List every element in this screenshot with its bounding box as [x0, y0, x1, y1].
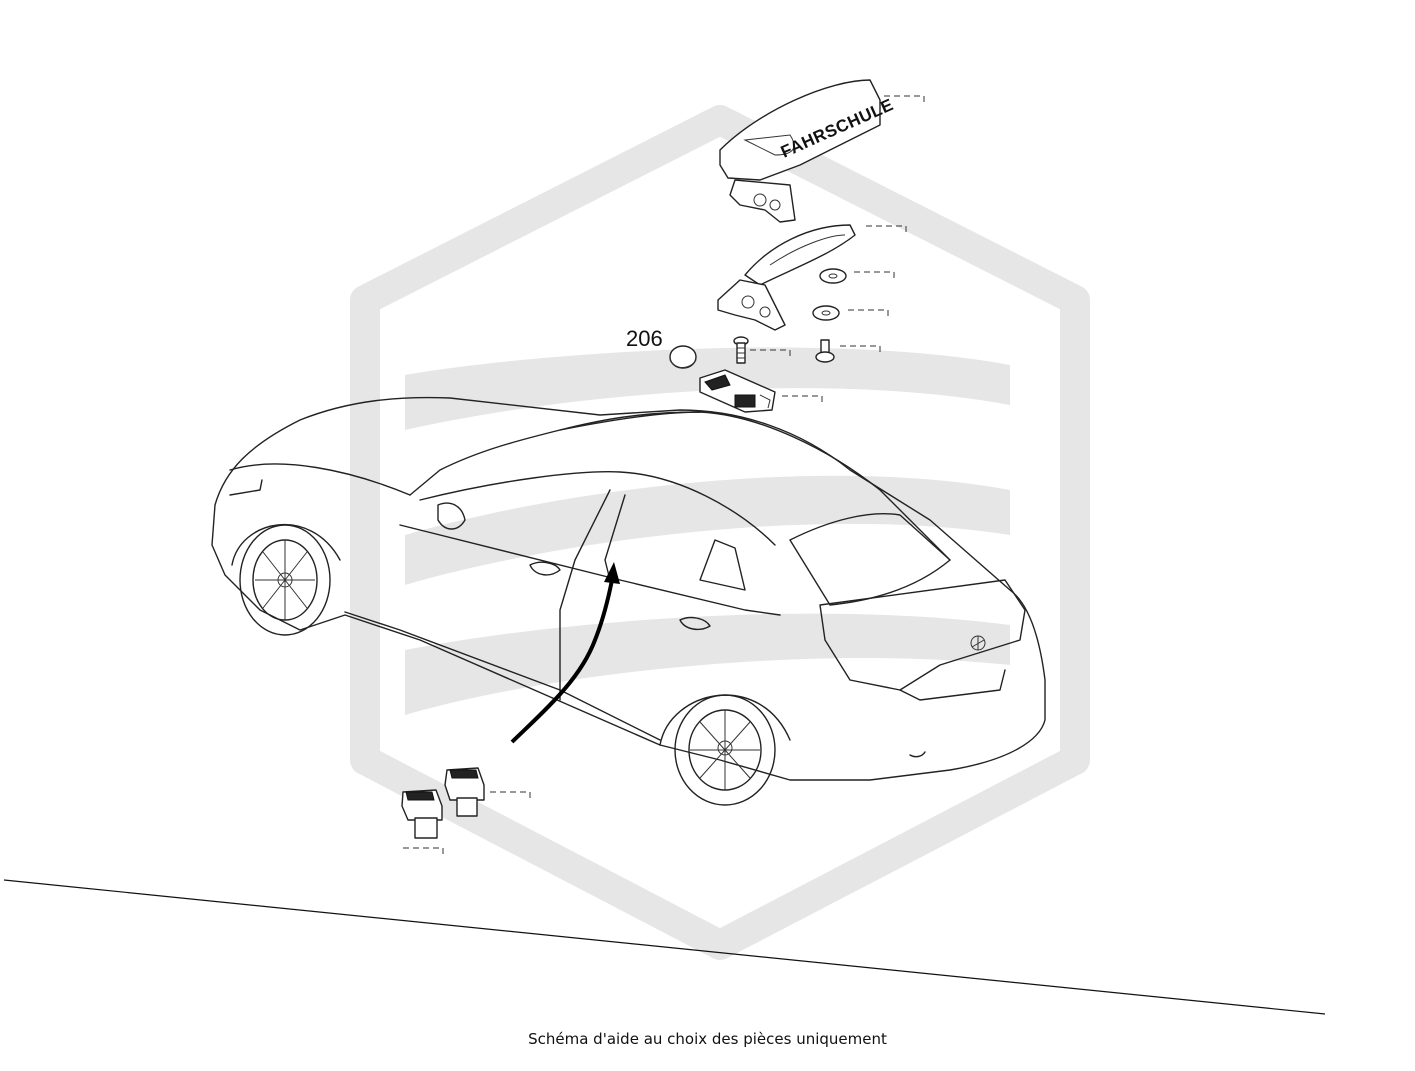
part-ref-206: 206 — [626, 326, 663, 351]
sign-bracket — [717, 224, 856, 331]
diagram-caption: Schéma d'aide au choix des pièces unique… — [528, 1030, 887, 1048]
stud — [815, 339, 835, 363]
arrow-head — [604, 562, 620, 584]
watermark-logo — [350, 105, 1090, 960]
washer-1 — [819, 268, 847, 284]
arrow-pointer — [510, 579, 614, 744]
bolt — [733, 336, 749, 364]
ground-line — [3, 879, 1326, 1015]
control-module — [699, 369, 776, 413]
cap-part: 206 — [626, 326, 697, 369]
switch-1 — [444, 767, 485, 817]
car-outline — [211, 396, 1046, 806]
reference-placeholders — [403, 95, 925, 858]
switch-2 — [401, 789, 443, 839]
washer-2 — [812, 305, 840, 321]
